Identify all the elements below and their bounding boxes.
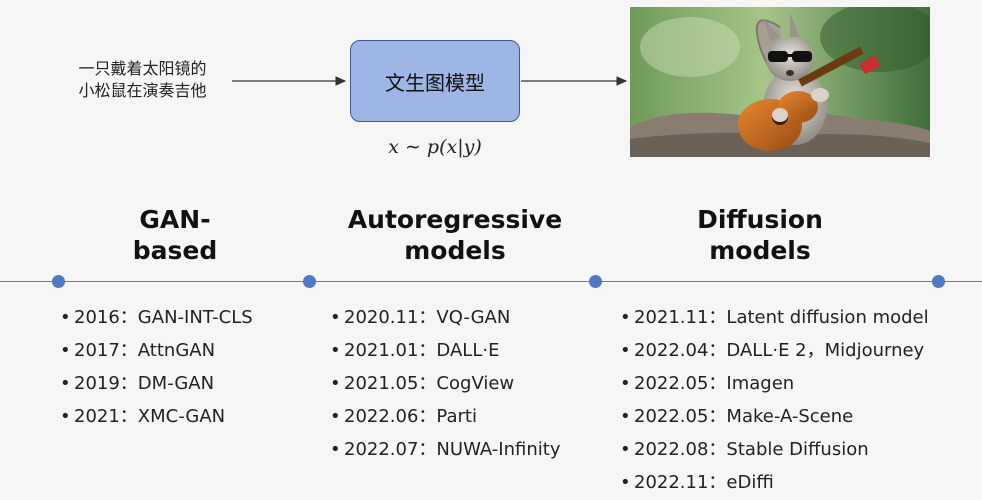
list-diffusion: •2021.11：Latent diffusion model •2022.04… [620,301,929,499]
list-item: •2021.01：DALL·E [330,340,500,361]
list-item-text: 2022.07：NUWA-Infinity [344,439,561,460]
category-title-diffusion: Diffusion models [650,204,870,266]
list-item: •2019：DM-GAN [60,373,215,394]
timeline-dot [932,275,945,288]
prompt-line-1: 一只戴着太阳镜的 [78,59,207,78]
list-item: •2017：AttnGAN [60,340,216,361]
list-item: •2022.05：Imagen [620,373,795,394]
title-line: based [132,236,218,265]
list-item-text: 2021.11：Latent diffusion model [634,307,929,328]
generated-image [630,7,930,157]
list-item: •2021：XMC-GAN [60,406,226,427]
list-item-text: 2022.05：Make-A-Scene [634,406,854,427]
list-item: •2022.05：Make-A-Scene [620,406,854,427]
formula: x ∼ p(x|y) [388,136,482,158]
title-line: GAN- [139,205,211,234]
list-item: •2016：GAN-INT-CLS [60,307,253,328]
list-item-text: 2022.05：Imagen [634,373,795,394]
list-item-text: 2022.08：Stable Diffusion [634,439,869,460]
list-item-text: 2020.11：VQ-GAN [344,307,511,328]
title-line: Autoregressive [347,205,563,234]
category-title-autoregressive: Autoregressive models [330,204,580,266]
list-item-text: 2022.11：eDiffi [634,472,774,493]
list-item-text: 2021：XMC-GAN [74,406,226,427]
list-item: •2021.11：Latent diffusion model [620,307,929,328]
title-line: models [709,236,811,265]
timeline-dot [303,275,316,288]
list-item: •2022.08：Stable Diffusion [620,439,869,460]
list-item-text: 2016：GAN-INT-CLS [74,307,253,328]
title-line: Diffusion [697,205,823,234]
timeline-axis [0,281,982,282]
list-item: •2022.11：eDiffi [620,472,774,493]
list-item-text: 2021.05：CogView [344,373,515,394]
prompt-line-2: 小松鼠在演奏吉他 [78,81,207,100]
timeline-dot [589,275,602,288]
list-item: •2022.04：DALL·E 2，Midjourney [620,340,925,361]
title-line: models [404,236,506,265]
pipeline-arrows [232,76,628,86]
list-item: •2021.05：CogView [330,373,515,394]
text-prompt: 一只戴着太阳镜的 小松鼠在演奏吉他 [40,58,245,102]
list-item-text: 2022.06：Parti [344,406,477,427]
timeline-dot [52,275,65,288]
list-item: •2020.11：VQ-GAN [330,307,511,328]
list-autoregressive: •2020.11：VQ-GAN •2021.01：DALL·E •2021.05… [330,301,560,466]
list-item-text: 2022.04：DALL·E 2，Midjourney [634,340,925,361]
list-item: •2022.07：NUWA-Infinity [330,439,561,460]
list-item-text: 2019：DM-GAN [74,373,215,394]
list-item-text: 2017：AttnGAN [74,340,216,361]
list-item: •2022.06：Parti [330,406,477,427]
text-to-image-model-box: 文生图模型 [350,40,520,122]
squirrel-guitar-illustration [630,7,930,157]
category-title-gan: GAN- based [80,204,270,266]
list-gan-based: •2016：GAN-INT-CLS •2017：AttnGAN •2019：DM… [60,301,253,433]
list-item-text: 2021.01：DALL·E [344,340,500,361]
model-label: 文生图模型 [385,70,485,95]
